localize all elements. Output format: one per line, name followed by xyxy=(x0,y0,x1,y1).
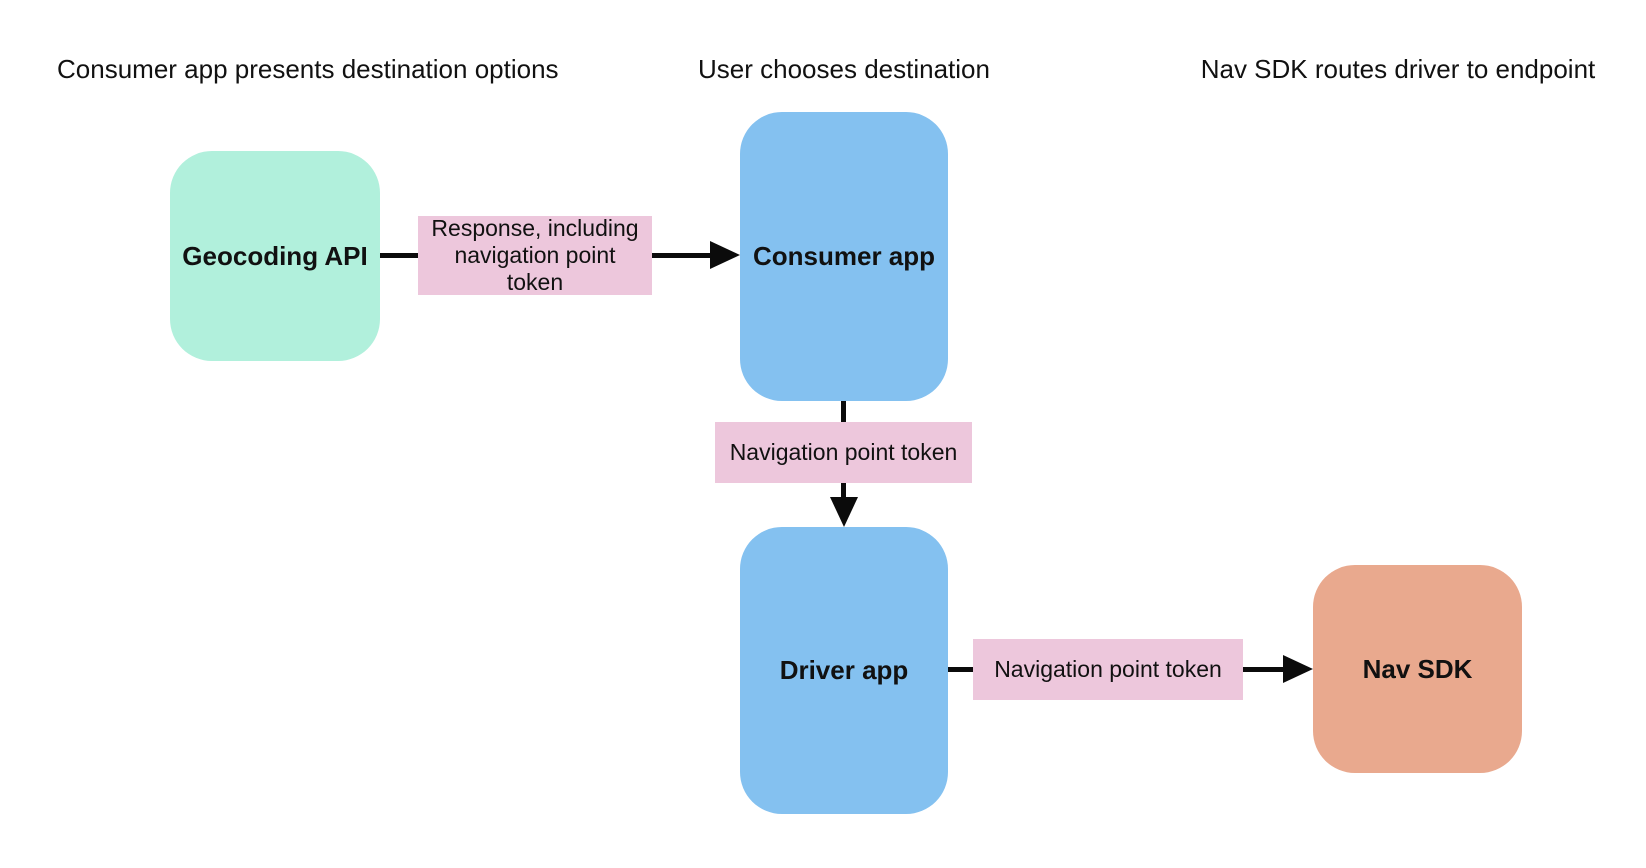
arrowhead-right-into-consumer-icon xyxy=(710,241,740,269)
node-driver-app: Driver app xyxy=(740,527,948,814)
node-nav-sdk: Nav SDK xyxy=(1313,565,1522,773)
node-consumer-app: Consumer app xyxy=(740,112,948,401)
node-driver-app-label: Driver app xyxy=(779,655,909,685)
connector-label-to-consumer xyxy=(652,253,714,258)
node-nav-sdk-label: Nav SDK xyxy=(1362,653,1473,684)
edge-label-navigation-point-token-horizontal: Navigation point token xyxy=(973,639,1243,700)
edge-label-navigation-point-token-vertical: Navigation point token xyxy=(715,422,972,483)
connector-consumer-to-label xyxy=(841,401,846,422)
node-geocoding-api-label: Geocoding API xyxy=(182,240,368,271)
arrowhead-down-into-driver-icon xyxy=(830,497,858,527)
node-consumer-app-label: Consumer app xyxy=(752,241,936,271)
connector-geocoding-to-label xyxy=(380,253,418,258)
connector-label-to-driver xyxy=(841,483,846,500)
connector-label-to-navsdk xyxy=(1243,667,1285,672)
connector-driver-to-label xyxy=(948,667,973,672)
arrowhead-right-into-navsdk-icon xyxy=(1283,655,1313,683)
node-geocoding-api: Geocoding API xyxy=(170,151,380,361)
column-header-user-chooses: User chooses destination xyxy=(698,54,990,84)
column-header-consumer-presents: Consumer app presents destination option… xyxy=(57,54,559,84)
column-header-navsdk-routes: Nav SDK routes driver to endpoint xyxy=(1200,54,1596,84)
edge-label-response-including-token: Response, including navigation point tok… xyxy=(418,215,652,295)
